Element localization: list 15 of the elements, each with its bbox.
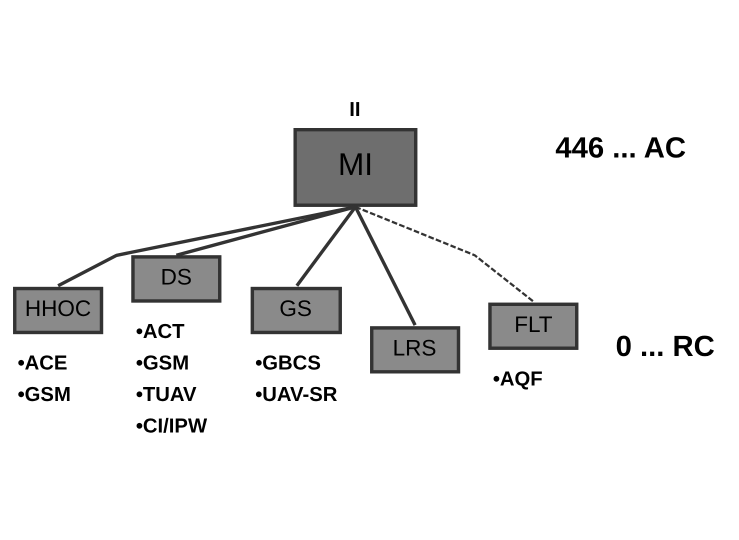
label: 0 ... RC <box>616 329 715 362</box>
node-label: •ACT <box>136 320 185 342</box>
connector <box>57 204 356 287</box>
label: 446 ... AC <box>555 131 686 164</box>
connector <box>354 206 417 326</box>
node-label: •TUAV <box>136 384 197 406</box>
node-label: •CI/IPW <box>136 415 208 438</box>
node-label: •UAV-SR <box>255 384 338 406</box>
node-label: •ACE <box>18 352 68 374</box>
node-label: •AQF <box>492 368 543 390</box>
node-label: •GSM <box>136 352 190 374</box>
node-label: •GBCS <box>255 352 321 374</box>
connector <box>355 205 534 302</box>
node-label: •GSM <box>18 384 71 406</box>
node-label: II <box>349 98 360 121</box>
